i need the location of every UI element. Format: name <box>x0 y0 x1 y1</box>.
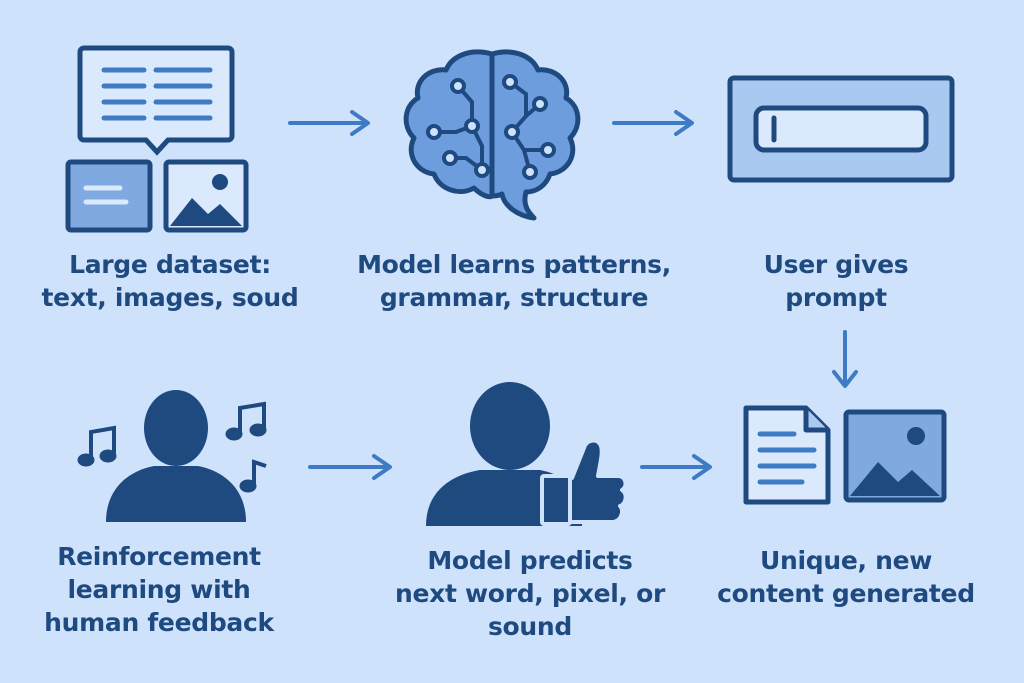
label-line: next word, pixel, or <box>394 579 666 608</box>
document-speech-bubble-icon <box>77 45 235 156</box>
text-card-icon <box>65 159 153 233</box>
music-note-icon <box>77 425 117 467</box>
music-note-icon <box>239 459 267 493</box>
label-line: prompt <box>785 283 887 312</box>
arrow-right-icon <box>640 454 712 480</box>
step-label-learning: Model learns patterns, grammar, structur… <box>344 248 684 314</box>
prediction-icon-group <box>426 382 626 526</box>
arrow-right-icon <box>288 110 370 136</box>
label-line: Reinforcement <box>57 542 261 571</box>
person-icon <box>106 390 246 522</box>
label-line: User gives <box>763 250 909 279</box>
output-icon-group <box>743 405 947 505</box>
image-icon <box>843 409 947 503</box>
arrow-down-icon <box>832 330 858 388</box>
brain-circuit-icon <box>403 49 581 221</box>
label-line: Model learns patterns, <box>357 250 671 279</box>
arrow-right-icon <box>308 454 392 480</box>
label-line: sound <box>487 612 573 641</box>
label-line: human feedback <box>44 608 274 637</box>
label-line: Large dataset: <box>69 250 271 279</box>
label-line: learning with <box>67 575 251 604</box>
step-label-prediction: Model predicts next word, pixel, or soun… <box>370 544 690 643</box>
label-line: Model predicts <box>427 546 633 575</box>
label-line: content generated <box>717 579 975 608</box>
step-label-rlhf: Reinforcement learning with human feedba… <box>14 540 304 639</box>
document-icon <box>743 405 831 505</box>
image-icon <box>163 159 249 233</box>
thumbs-up-icon <box>540 438 626 526</box>
label-line: text, images, soud <box>41 283 299 312</box>
label-line: Unique, new <box>759 546 933 575</box>
label-line: grammar, structure <box>379 283 649 312</box>
step-label-output: Unique, new content generated <box>704 544 988 610</box>
prompt-box-icon <box>727 75 955 183</box>
music-note-icon <box>225 401 267 441</box>
step-label-prompt: User gives prompt <box>706 248 966 314</box>
step-label-dataset: Large dataset: text, images, soud <box>10 248 330 314</box>
dataset-icon-group <box>65 45 249 233</box>
rlhf-icon-group <box>77 390 267 522</box>
arrow-right-icon <box>612 110 694 136</box>
